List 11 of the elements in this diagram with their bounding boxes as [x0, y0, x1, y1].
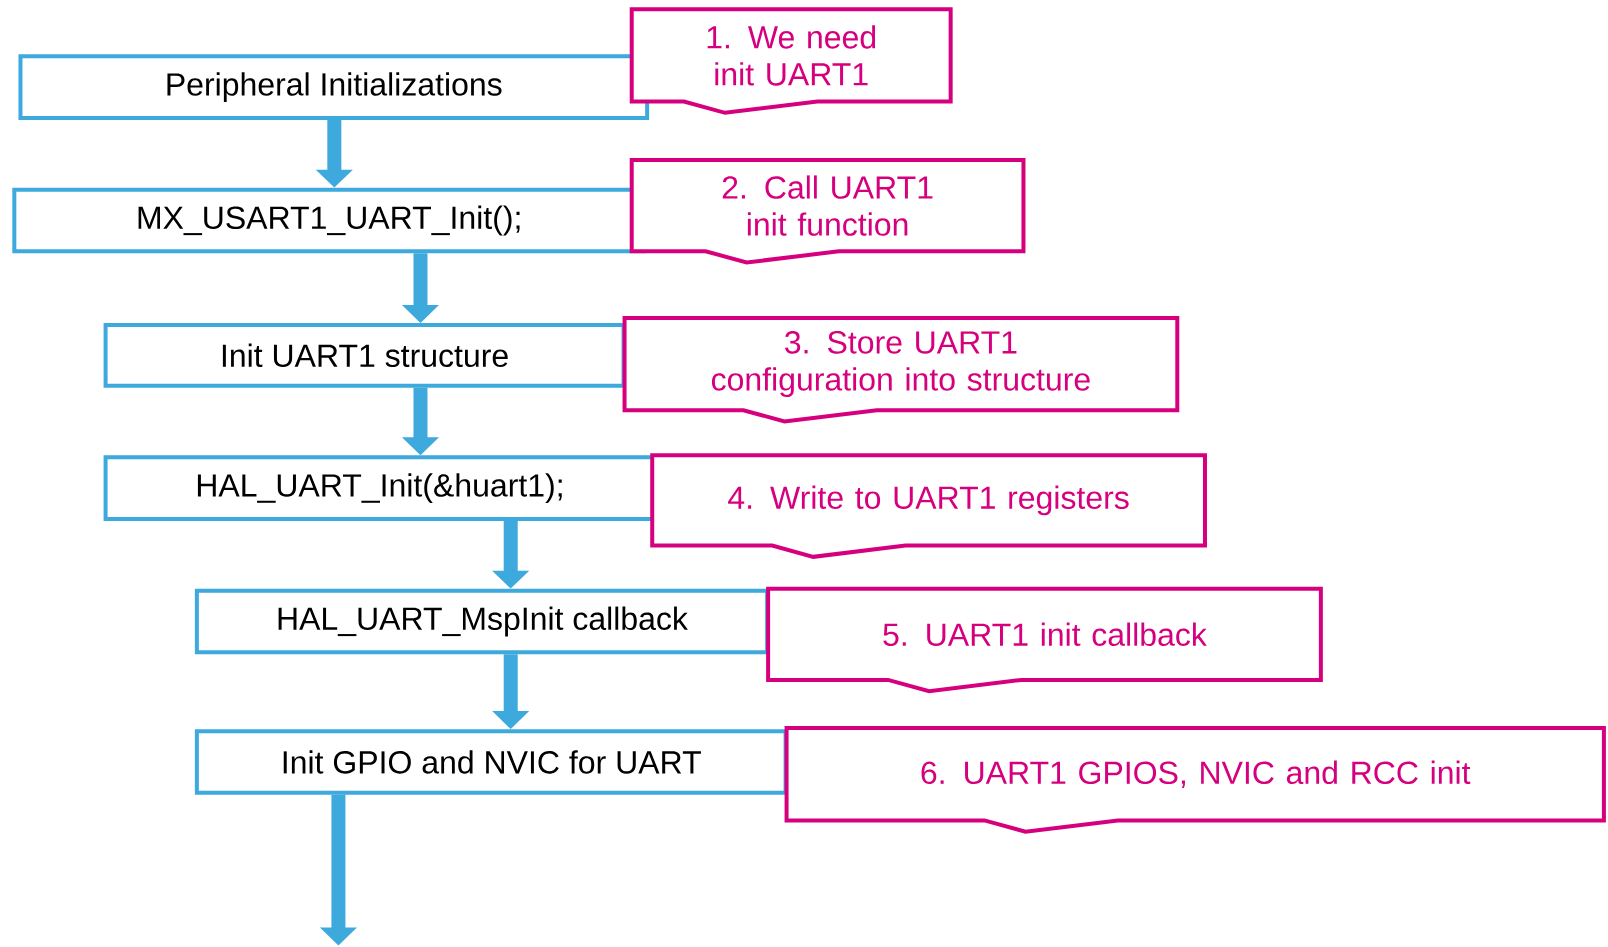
process-box: Init UART1 structure: [103, 323, 626, 388]
process-box: Init GPIO and NVIC for UART: [194, 729, 788, 795]
callout-box: 4. Write to UART1 registers: [650, 453, 1207, 559]
process-box: MX_USART1_UART_Init();: [12, 187, 647, 254]
process-box: HAL_UART_Init(&huart1);: [103, 455, 657, 521]
process-box: Peripheral Initializations: [18, 54, 650, 120]
callout-box: 2. Call UART1 init function: [629, 158, 1026, 265]
callout-box: 3. Store UART1 configuration into structure: [622, 315, 1180, 424]
callout-box: 1. We need init UART1: [629, 7, 953, 115]
process-box: HAL_UART_MspInit callback: [194, 588, 770, 655]
callout-box: 5. UART1 init callback: [766, 586, 1323, 694]
